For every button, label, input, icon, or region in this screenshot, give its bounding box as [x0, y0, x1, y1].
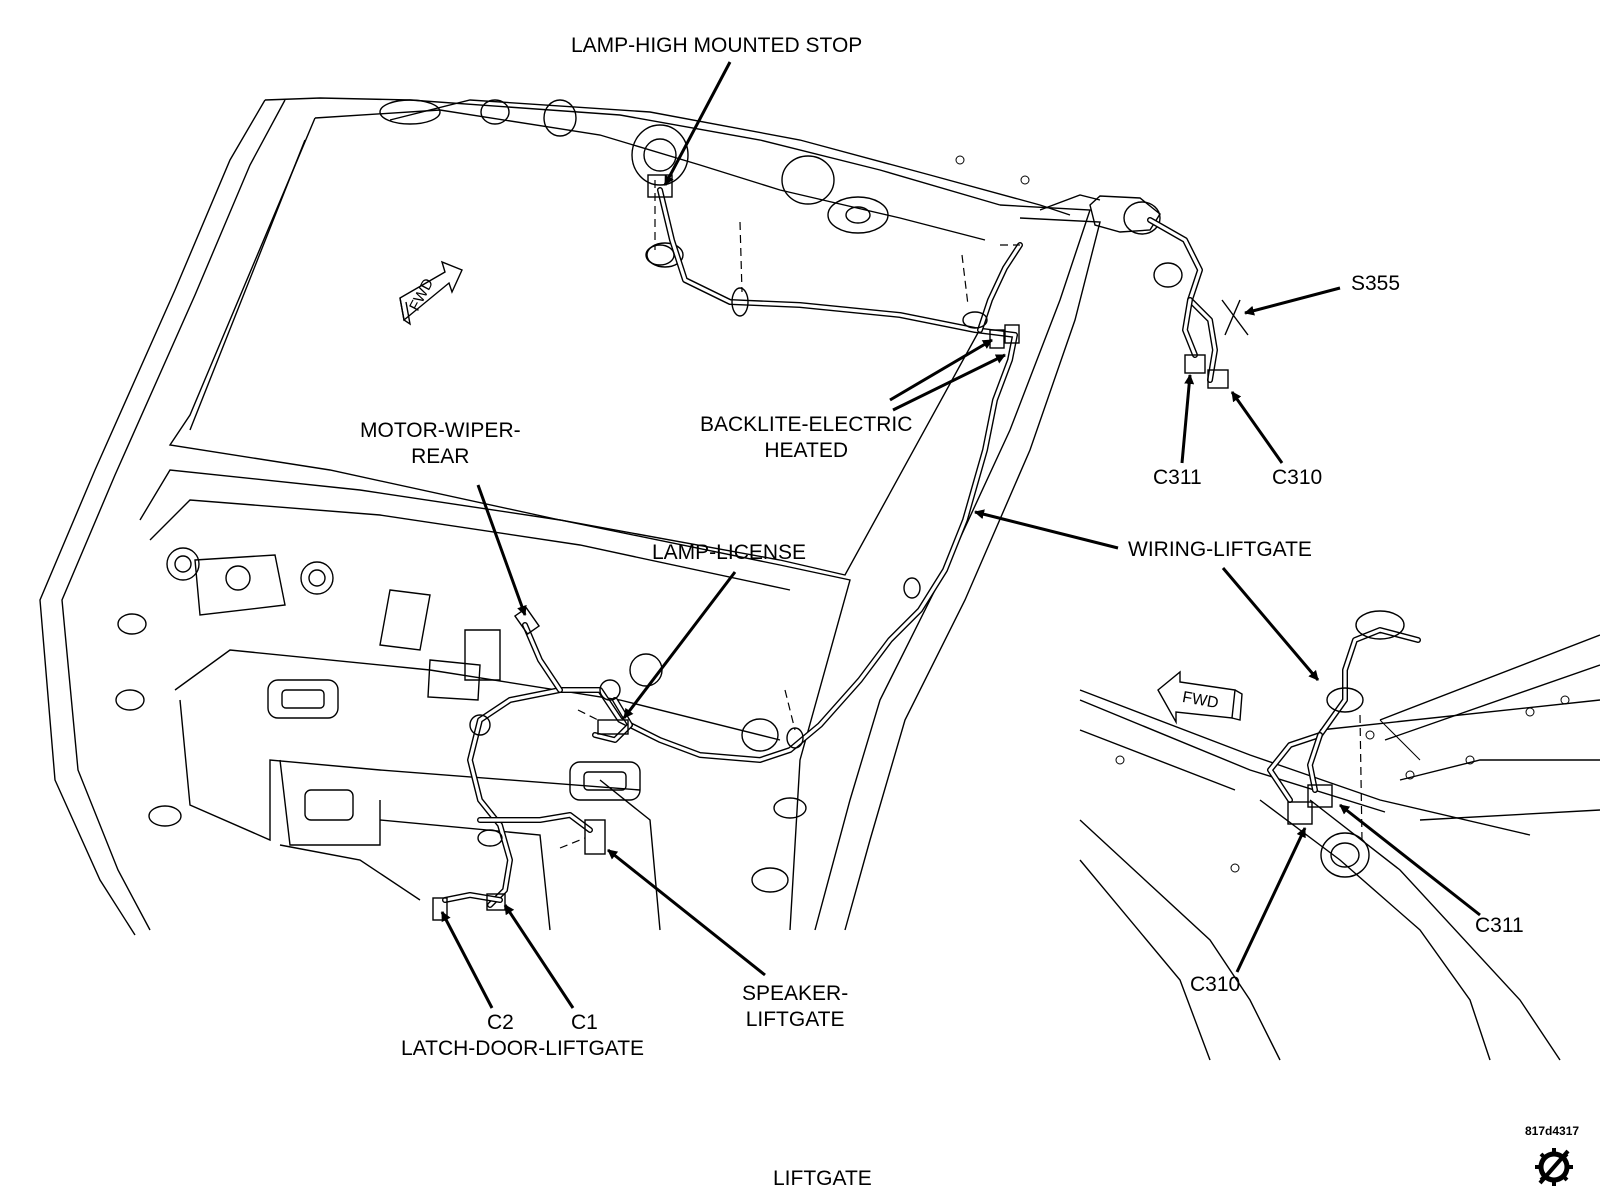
- wiring-liftgate-harness: [432, 174, 1023, 921]
- speaker-line1: SPEAKER-: [742, 982, 849, 1005]
- label-backlite-electric-heated: BACKLITE-ELECTRIC HEATED: [700, 412, 912, 464]
- caption: LIFTGATE: [773, 1167, 872, 1190]
- label-c311-detail: C311: [1475, 914, 1524, 937]
- label-c310-detail: C310: [1190, 973, 1241, 996]
- label-s355: S355: [1351, 272, 1401, 295]
- fwd-arrow-icon: [399, 260, 463, 326]
- motor-wiper-line2: REAR: [411, 445, 470, 468]
- fwd-arrow-detail-icon: [1157, 670, 1243, 725]
- callout-leaders: [440, 61, 1481, 1009]
- motor-wiper-line1: MOTOR-WIPER-: [360, 419, 521, 442]
- backlite-line2: HEATED: [764, 439, 848, 462]
- label-latch-door-liftgate: LATCH-DOOR-LIFTGATE: [401, 1037, 645, 1060]
- label-c2: C2: [487, 1011, 514, 1034]
- label-lamp-license: LAMP-LICENSE: [652, 541, 807, 564]
- label-motor-wiper-rear: MOTOR-WIPER- REAR: [360, 418, 521, 470]
- liftgate-body-outline: [39, 97, 1101, 936]
- detail-view: [1079, 610, 1600, 1061]
- gear-slash-icon: [1535, 1148, 1573, 1186]
- backlite-line1: BACKLITE-ELECTRIC: [700, 413, 913, 436]
- label-speaker-liftgate: SPEAKER- LIFTGATE: [742, 981, 848, 1033]
- label-c1: C1: [571, 1011, 598, 1034]
- label-c310-top: C310: [1272, 466, 1323, 489]
- label-c311-top: C311: [1153, 466, 1202, 489]
- figure-id: 817d4317: [1525, 1124, 1580, 1138]
- label-lamp-high-mounted-stop: LAMP-HIGH MOUNTED STOP: [571, 34, 863, 57]
- speaker-line2: LIFTGATE: [745, 1008, 845, 1031]
- harness-exit-grommet: [1089, 195, 1249, 389]
- label-wiring-liftgate: WIRING-LIFTGATE: [1128, 538, 1312, 561]
